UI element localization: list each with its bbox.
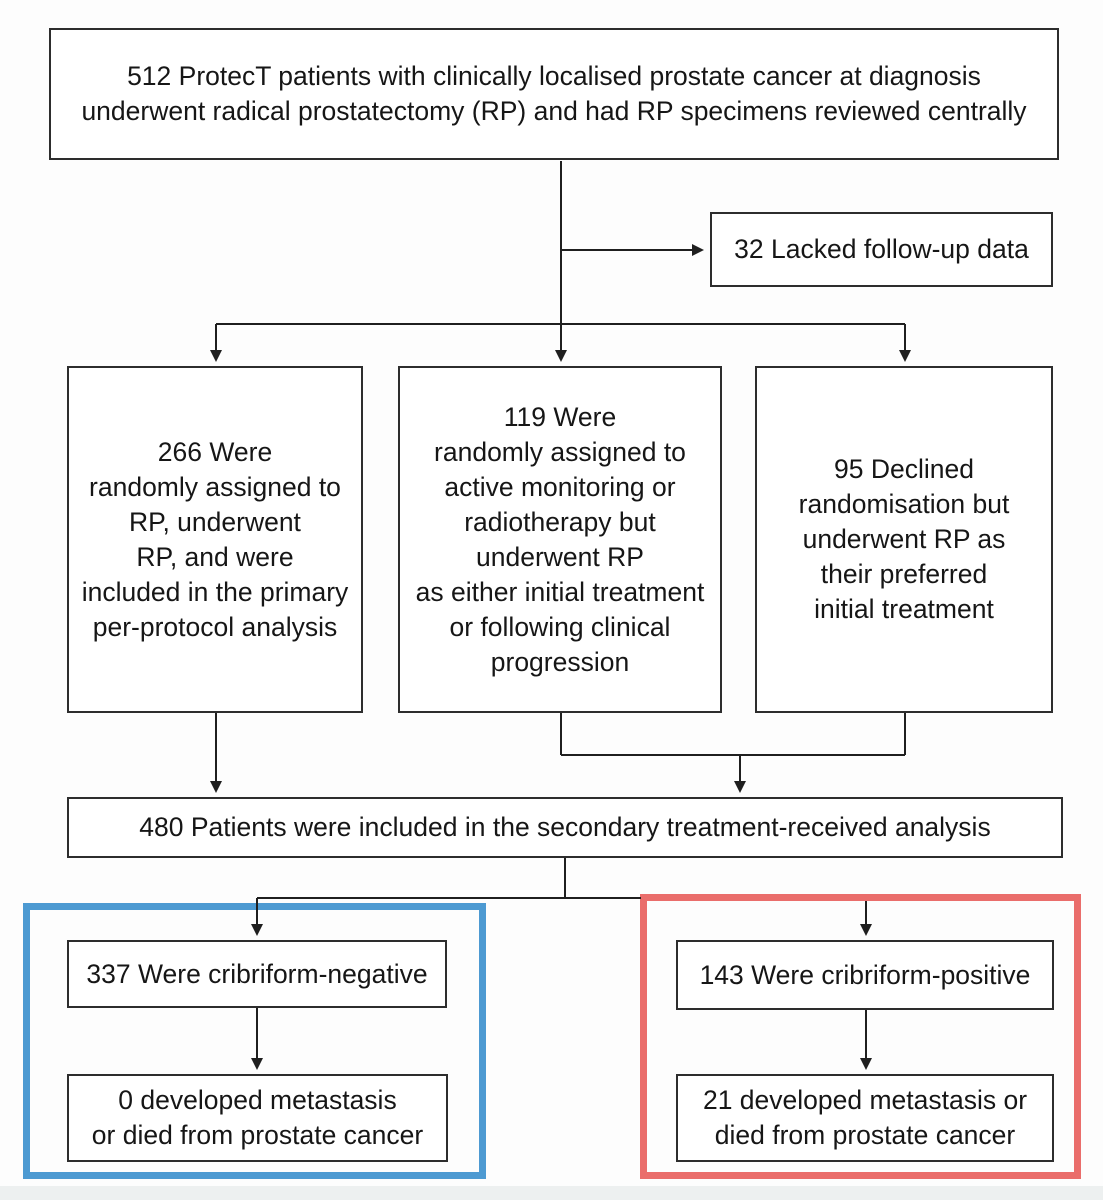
footer-strip <box>0 1186 1103 1200</box>
cribriform-negative-count-box: 337 Were cribriform-negative <box>67 940 447 1008</box>
cribriform-negative-outcome-box: 0 developed metastasis or died from pros… <box>67 1074 448 1162</box>
excluded-followup-box: 32 Lacked follow-up data <box>710 212 1053 287</box>
arm-box-randomised-rp: 266 Were randomly assigned to RP, underw… <box>67 366 363 713</box>
cribriform-negative-group-outline <box>23 903 486 1179</box>
arm-box-declined-randomisation: 95 Declined randomisation but underwent … <box>755 366 1053 713</box>
cribriform-positive-group-outline <box>640 894 1081 1179</box>
secondary-analysis-box: 480 Patients were included in the second… <box>67 797 1063 858</box>
cribriform-positive-count-box: 143 Were cribriform-positive <box>676 940 1054 1010</box>
cribriform-positive-outcome-box: 21 developed metastasis or died from pro… <box>676 1074 1054 1162</box>
enrollment-box: 512 ProtecT patients with clinically loc… <box>49 28 1059 160</box>
arm-box-randomised-am-rt: 119 Were randomly assigned to active mon… <box>398 366 722 713</box>
